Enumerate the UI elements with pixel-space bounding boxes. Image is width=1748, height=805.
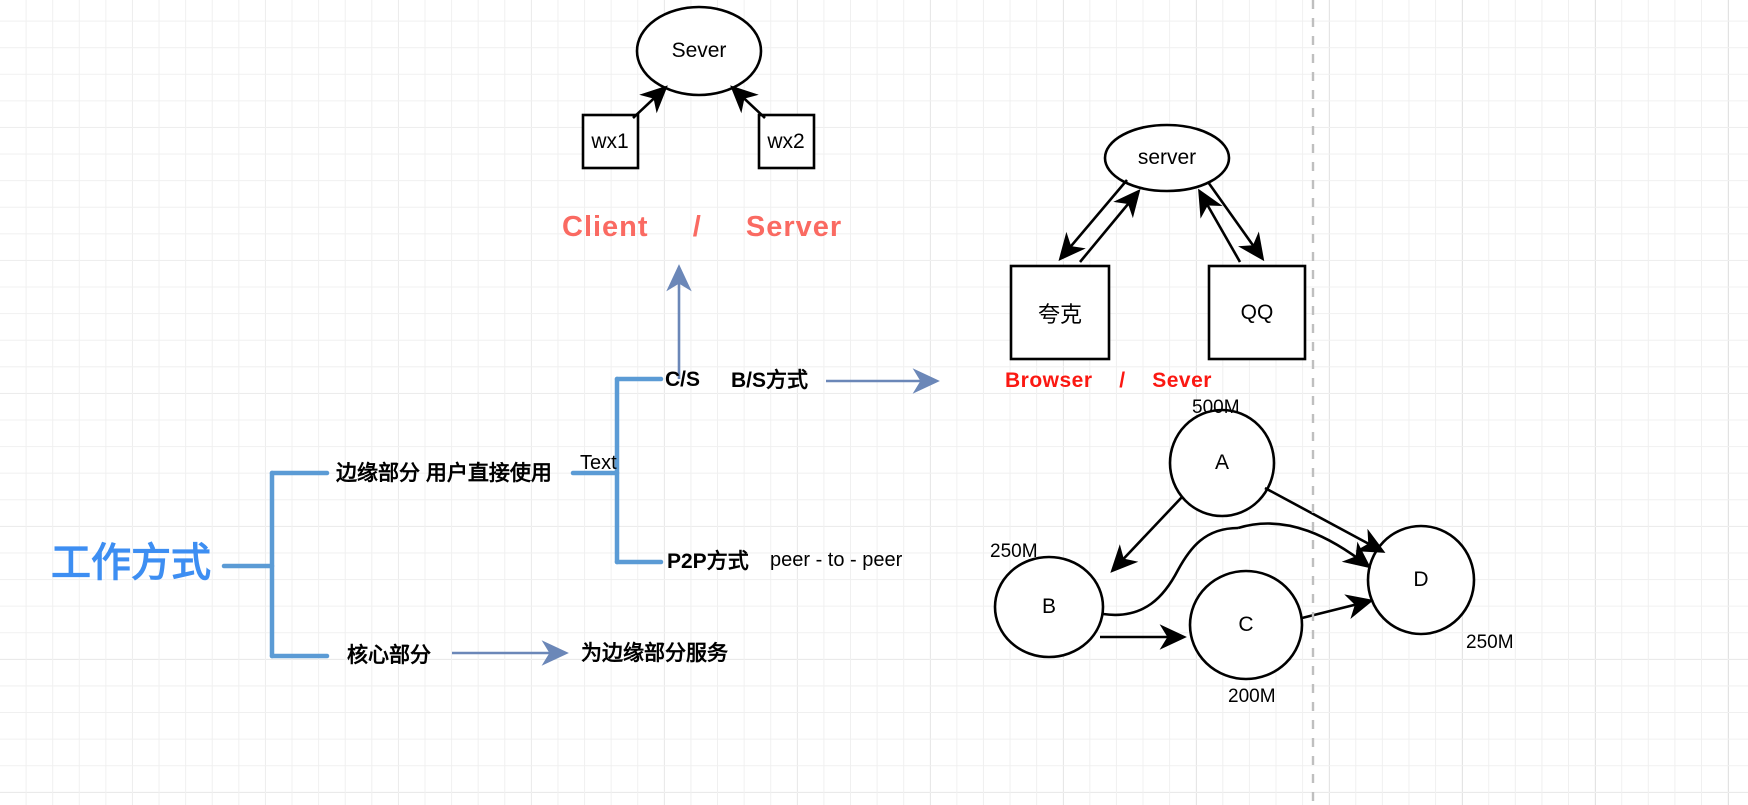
browser-server-heading-right: Sever (1152, 369, 1212, 392)
mindmap-cs-label[interactable]: C/S (665, 368, 701, 391)
client-server-heading-left: Client (562, 211, 649, 243)
bs-edge-server-to-quark (1058, 179, 1128, 261)
p2p-edge-A-B (1110, 496, 1183, 573)
mindmap-core-target-label[interactable]: 为边缘部分服务 (581, 642, 728, 665)
p2p-edge-B-D (1237, 522, 1372, 569)
client-server-heading-right: Server (745, 211, 843, 243)
cs-edge-wx2-server (730, 85, 766, 119)
p2p-node-A-bandwidth: 500M (1192, 397, 1240, 418)
p2p-node-C-label: C (1238, 613, 1254, 636)
p2p-node-D-label: D (1413, 568, 1429, 591)
cs-server-label: Sever (671, 39, 727, 62)
p2p-edge-A-D (1264, 486, 1386, 553)
cs-client-wx1-label: wx1 (591, 130, 629, 153)
p2p-node-B-label: B (1041, 595, 1057, 618)
browser-server-heading-slash: / (1119, 369, 1126, 392)
p2p-edge-C-D (1301, 594, 1374, 620)
mindmap-branches (221, 376, 664, 659)
bs-client-qq-label: QQ (1240, 301, 1274, 324)
p2p-node-A-label: A (1214, 451, 1230, 474)
p2p-edge-B-D-tail (1102, 526, 1239, 617)
mindmap-p2p-label[interactable]: P2P方式 (667, 550, 749, 573)
mindmap-branch-edge-label[interactable]: 边缘部分 用户直接使用 (336, 462, 552, 485)
p2p-node-B-bandwidth: 250M (990, 541, 1038, 562)
bs-edge-qq-to-server (1198, 188, 1242, 263)
client-server-heading-slash: / (692, 211, 702, 243)
mindmap-text-marker[interactable]: Text (580, 452, 617, 474)
p2p-diagram-shapes (993, 408, 1476, 681)
mindmap-branch-core-label[interactable]: 核心部分 (347, 644, 431, 667)
mindmap-p2p-note: peer - to - peer (770, 549, 903, 571)
bs-edge-server-to-qq (1206, 181, 1265, 262)
p2p-node-D-bandwidth: 250M (1466, 632, 1514, 653)
cs-client-wx2-label: wx2 (767, 130, 805, 153)
pointer-arrows (452, 264, 940, 666)
p2p-node-C-bandwidth: 200M (1228, 686, 1276, 707)
bs-edge-quark-to-server (1078, 188, 1141, 263)
mindmap-root-label[interactable]: 工作方式 (51, 541, 211, 585)
browser-server-heading-left: Browser (1005, 369, 1093, 392)
client-server-heading: Client / Server (562, 213, 842, 242)
browser-server-heading: Browser / Sever (1005, 370, 1212, 391)
bs-client-quark-label: 夸克 (1037, 302, 1083, 327)
cs-edge-wx1-server (632, 85, 668, 119)
bs-server-label: server (1137, 146, 1197, 169)
mindmap-bs-label[interactable]: B/S方式 (731, 369, 809, 392)
